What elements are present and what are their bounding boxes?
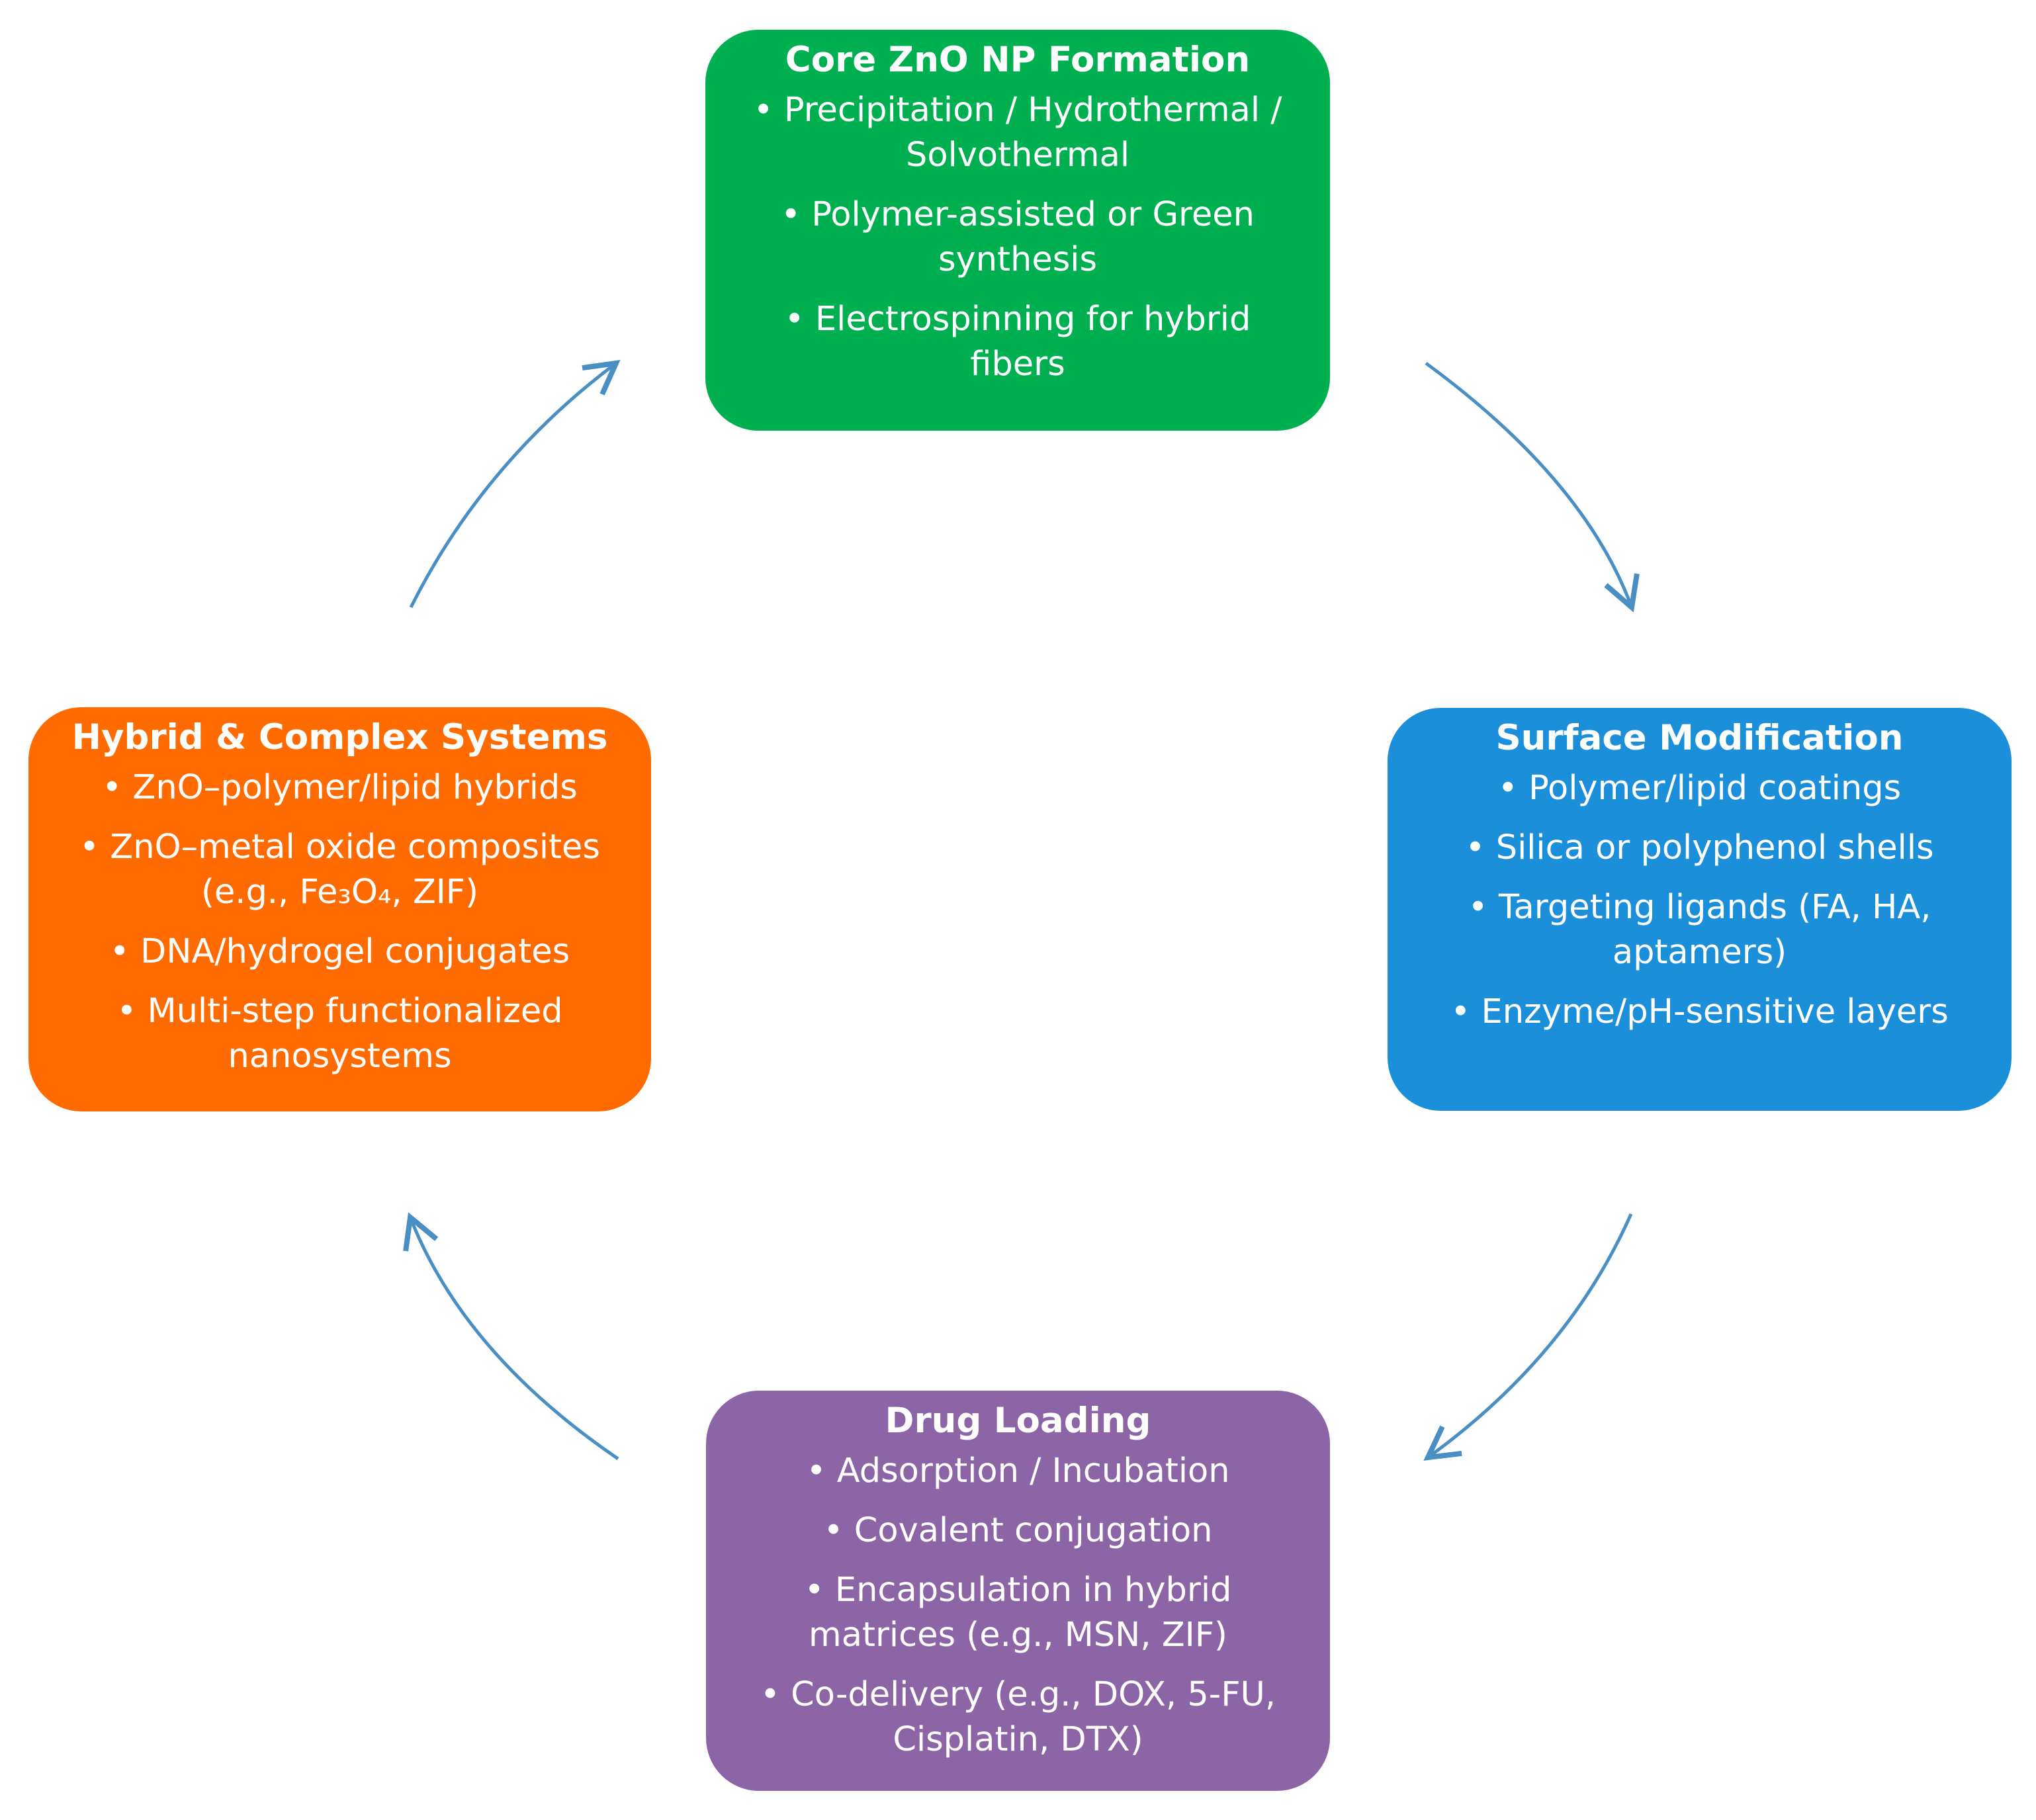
box-item: • Multi-step functionalized nanosystems bbox=[116, 992, 563, 1076]
box-item: • ZnO–polymer/lipid hybrids bbox=[102, 768, 578, 807]
box-item: • Targeting ligands (FA, HA, aptamers) bbox=[1468, 888, 1931, 972]
box-item: • ZnO–metal oxide composites (e.g., Fe₃O… bbox=[79, 828, 600, 912]
drug-loading-box: Drug Loading • Adsorption / Incubation •… bbox=[706, 1391, 1330, 1791]
box-item: • Electrospinning for hybrid fibers bbox=[784, 300, 1251, 384]
box-item: • Adsorption / Incubation bbox=[806, 1452, 1230, 1491]
box-title: Surface Modification bbox=[1495, 718, 1904, 758]
box-title: Drug Loading bbox=[885, 1401, 1151, 1441]
box-item: • Enzyme/pH-sensitive layers bbox=[1450, 992, 1949, 1031]
core-formation-box: Core ZnO NP Formation • Precipitation / … bbox=[705, 30, 1330, 431]
hybrid-systems-box: Hybrid & Complex Systems • ZnO–polymer/l… bbox=[28, 707, 651, 1111]
box-item: • Encapsulation in hybrid matrices (e.g.… bbox=[804, 1571, 1232, 1655]
box-item: • Silica or polyphenol shells bbox=[1465, 828, 1934, 867]
arrow-drug-to-hybrid bbox=[403, 1212, 619, 1461]
box-item: • Co-delivery (e.g., DOX, 5-FU, Cisplati… bbox=[760, 1675, 1276, 1759]
arrow-core-to-surface bbox=[1425, 361, 1640, 613]
arrow-hybrid-to-core bbox=[409, 360, 621, 609]
box-title: Core ZnO NP Formation bbox=[785, 40, 1251, 80]
box-item: • Polymer-assisted or Green synthesis bbox=[781, 195, 1255, 279]
box-item: • DNA/hydrogel conjugates bbox=[109, 932, 570, 971]
box-item: • Precipitation / Hydrothermal / Solvoth… bbox=[753, 91, 1282, 175]
surface-modification-box: Surface Modification • Polymer/lipid coa… bbox=[1388, 708, 2012, 1111]
box-title: Hybrid & Complex Systems bbox=[71, 717, 608, 758]
box-item: • Polymer/lipid coatings bbox=[1497, 769, 1902, 808]
arrow-surface-to-drug bbox=[1423, 1213, 1633, 1461]
box-item: • Covalent conjugation bbox=[823, 1511, 1213, 1550]
